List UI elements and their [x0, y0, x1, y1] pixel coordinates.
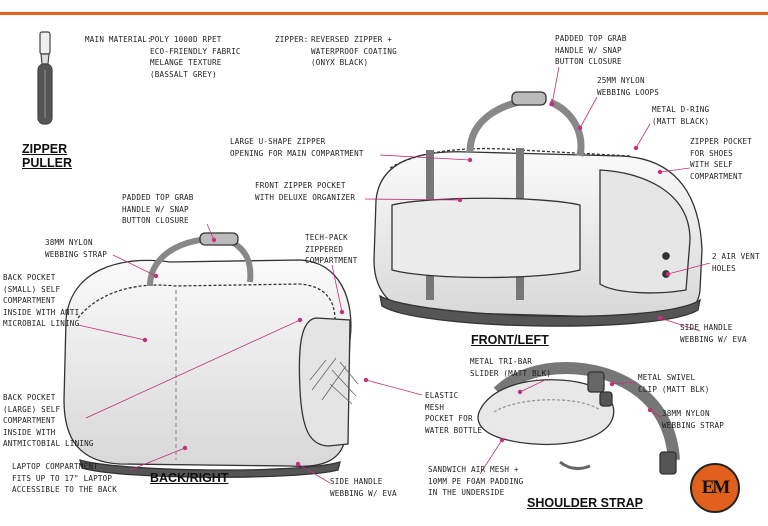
note-webbing-strap: 38MM NYLON WEBBING STRAP [45, 238, 108, 259]
note-air-vent: 2 AIR VENT HOLES [712, 252, 760, 273]
annotation-leaders [77, 66, 711, 484]
zipper-puller-illustration [37, 31, 53, 125]
title-zipper-puller: ZIPPER PULLER [22, 142, 72, 170]
note-large-u-zipper: LARGE U-SHAPE ZIPPER OPENING FOR MAIN CO… [230, 137, 364, 158]
note-zipper-pocket-shoes: ZIPPER POCKET FOR SHOES WITH SELF COMPAR… [690, 137, 753, 181]
note-metal-d-ring: METAL D-RING (MATT BLACK) [652, 105, 710, 126]
note-zipper-label: ZIPPER: [275, 35, 309, 44]
note-front-zipper-pocket: FRONT ZIPPER POCKET WITH DELUXE ORGANIZE… [255, 181, 356, 202]
brand-logo-text: EM [701, 477, 731, 498]
note-back-pocket-large: BACK POCKET (LARGE) SELF COMPARTMENT INS… [3, 393, 94, 448]
note-webbing-loops: 25MM NYLON WEBBING LOOPS [597, 76, 660, 97]
note-elastic-mesh: ELASTIC MESH POCKET FOR WATER BOTTLE [425, 391, 483, 435]
note-side-handle-back: SIDE HANDLE WEBBING W/ EVA [330, 477, 397, 498]
note-laptop-compartment: LAPTOP COMPARTMENT FITS UP TO 17" LAPTOP… [12, 462, 117, 494]
front-left-duffel-illustration [373, 91, 703, 327]
note-padded-top-grab-back: PADDED TOP GRAB HANDLE W/ SNAP BUTTON CL… [122, 193, 194, 225]
note-back-pocket-small: BACK POCKET (SMALL) SELF COMPARTMENT INS… [3, 273, 80, 328]
note-side-handle-front: SIDE HANDLE WEBBING W/ EVA [680, 323, 747, 344]
note-padded-top-grab-front: PADDED TOP GRAB HANDLE W/ SNAP BUTTON CL… [555, 34, 627, 66]
note-zipper-value: REVERSED ZIPPER + WATERPROOF COATING (ON… [311, 35, 397, 67]
note-webbing-strap-shoulder: 38MM NYLON WEBBING STRAP [662, 409, 725, 430]
note-metal-swivel: METAL SWIVEL CLIP (MATT BLK) [638, 373, 710, 394]
header-accent-bar [0, 12, 768, 15]
note-main-material-label: MAIN MATERIAL: [85, 35, 152, 44]
shoulder-strap-illustration [477, 362, 680, 475]
title-front-left: FRONT/LEFT [471, 333, 549, 347]
brand-logo: EM [690, 463, 740, 513]
note-sandwich-mesh: SANDWICH AIR MESH + 10MM PE FOAM PADDING… [428, 465, 524, 497]
note-main-material-value: POLY 1000D RPET ECO-FRIENDLY FABRIC MELA… [150, 35, 241, 79]
title-shoulder-strap: SHOULDER STRAP [527, 496, 643, 510]
back-right-duffel-illustration [63, 232, 359, 478]
title-back-right: BACK/RIGHT [150, 471, 229, 485]
note-metal-tri-bar: METAL TRI-BAR SLIDER (MATT BLK) [470, 357, 552, 378]
note-tech-pack: TECH-PACK ZIPPERED COMPARTMENT [305, 233, 358, 265]
